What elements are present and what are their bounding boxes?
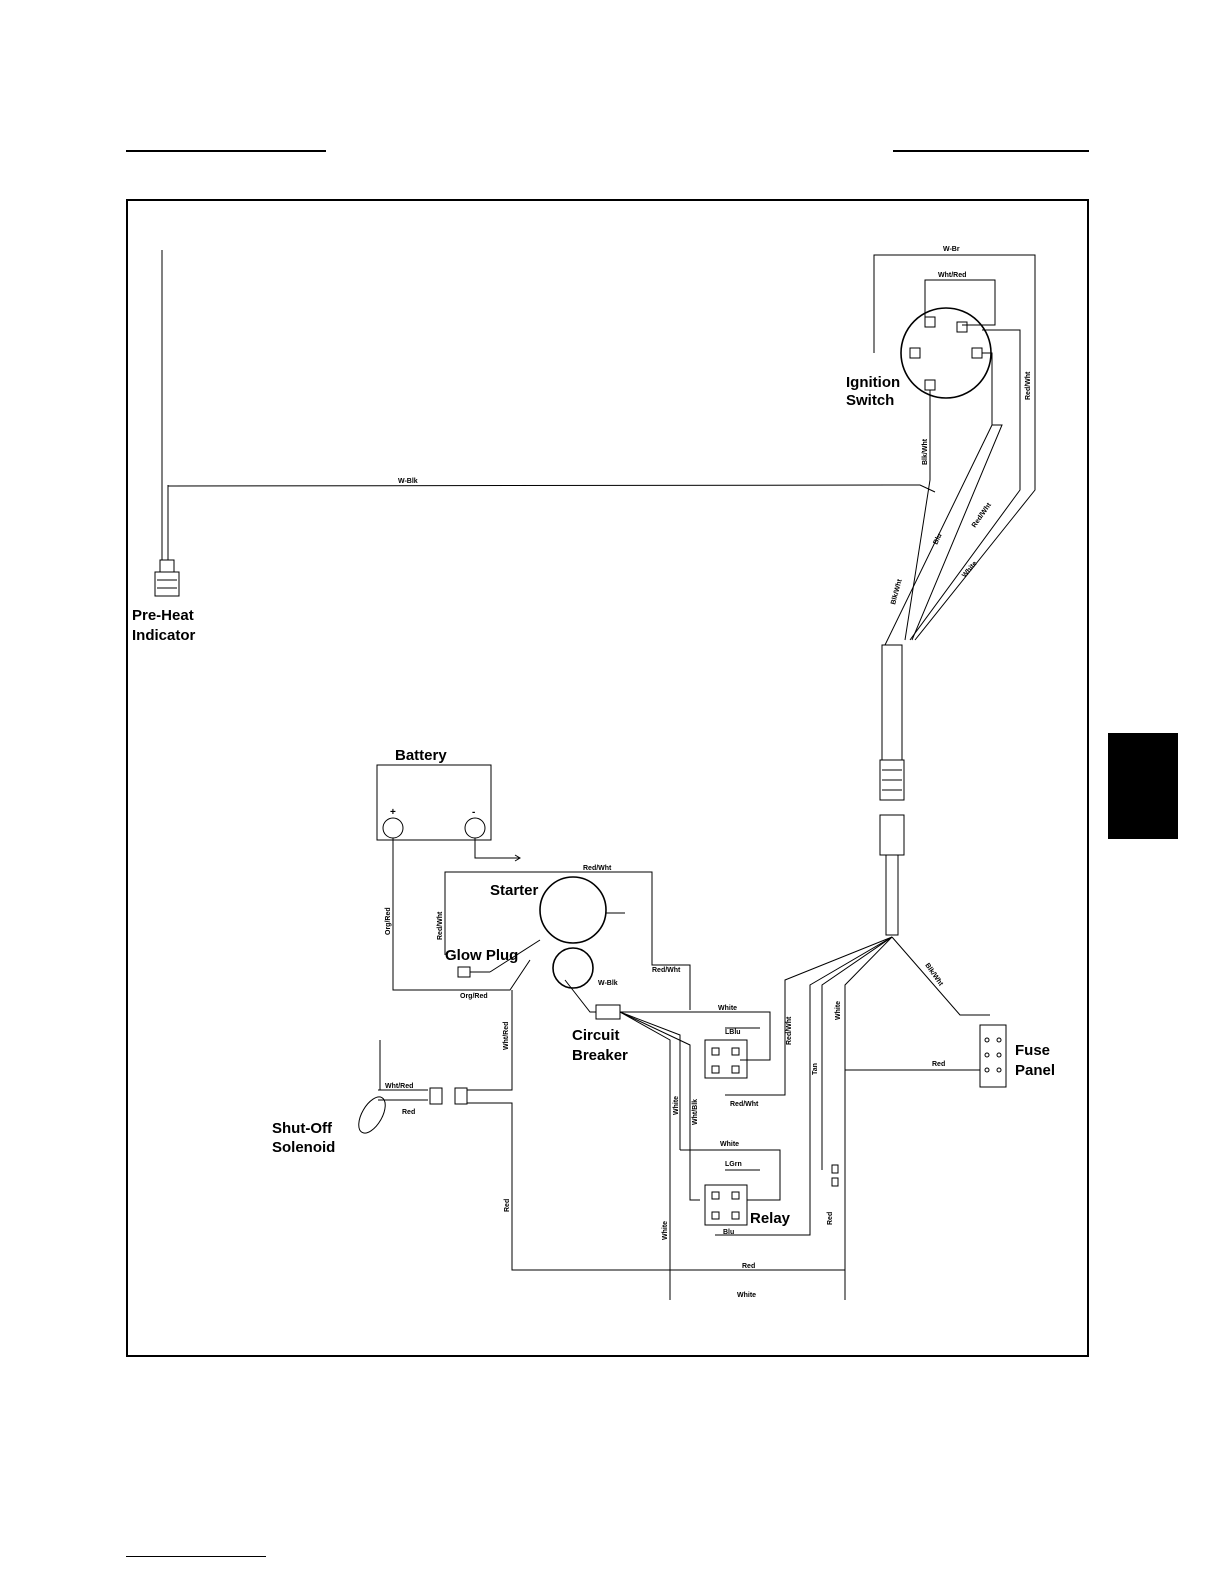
shutoff-solenoid-label-2: Solenoid [272, 1139, 335, 1156]
wire-label-red-wht-harness: Red/Wht [971, 501, 993, 529]
wire-label-lblu-relay1: LBlu [725, 1029, 741, 1036]
wire-label-blu-relay2: Blu [723, 1229, 734, 1236]
relay2-body [704, 1184, 748, 1226]
starter-label: Starter [490, 882, 539, 899]
wire-label-red-bottom: Red [742, 1263, 755, 1270]
wire-label-blu: Blu [932, 533, 943, 546]
wire-label-tan: Tan [812, 1063, 819, 1075]
wire-label-ign-wht-red: Wht/Red [938, 272, 966, 279]
circuit-breaker-label-1: Circuit [572, 1027, 620, 1044]
harness-connector-upper [879, 759, 905, 801]
glow-plug-housing [552, 947, 594, 989]
wire-label-org-red-battery: Org/Red [385, 907, 392, 935]
ignition-switch-body [900, 307, 992, 399]
ignition-terminal-4 [971, 347, 983, 359]
header-rule-left [126, 150, 326, 152]
fuse-panel-body [979, 1024, 1007, 1088]
wire-label-blk-wht-ign: Blk/Wht [922, 438, 929, 465]
wire-label-red-sol: Red [402, 1109, 415, 1116]
glow-plug-label: Glow Plug [445, 947, 518, 964]
circuit-breaker-label-2: Breaker [572, 1047, 628, 1064]
wire-preheat [167, 484, 936, 493]
wire-label-wht-red-vert: Wht/Red [503, 1022, 510, 1050]
harness-lower [885, 854, 899, 936]
wire-wht-red-jumper [924, 279, 996, 326]
battery-label: Battery [395, 747, 447, 764]
wire-label-red-wht-cb: Red/Wht [652, 967, 681, 974]
wire-label-wht-blk-cb: W-Blk [598, 980, 618, 987]
fuse-panel-label-1: Fuse [1015, 1042, 1050, 1059]
ignition-terminal-1 [924, 316, 936, 328]
diagram-frame [126, 199, 1089, 1357]
shutoff-solenoid-label-1: Shut-Off [272, 1120, 333, 1137]
ignition-label-1: Ignition [846, 374, 900, 391]
wire-label-wht-red-sol: Wht/Red [385, 1083, 413, 1090]
wire-w-br [873, 254, 1036, 641]
battery-body [376, 764, 492, 841]
preheat-label-2: Indicator [132, 627, 196, 644]
wire-label-ign-top: W-Br [943, 246, 960, 253]
wire-label-white-harness: White [961, 560, 979, 579]
wire-label-wht-blk-cb2: Wht/Blk [692, 1099, 699, 1125]
circuit-breaker-body [595, 1004, 621, 1020]
section-tab [1108, 733, 1178, 839]
wire-label-org-red-bottom: Org/Red [460, 993, 488, 1000]
shutoff-solenoid-body [358, 1096, 386, 1134]
wire-lines [154, 250, 1036, 1300]
relay1-body [704, 1039, 748, 1079]
wire-label-red-wht-starter: Red/Wht [437, 911, 444, 940]
wire-label-red-right-vert: Red [827, 1212, 834, 1225]
preheat-bulb-body [154, 571, 180, 597]
wire-label-lgrn-relay2: LGrn [725, 1161, 742, 1168]
preheat-bulb-neck [159, 559, 175, 573]
wire-label-red-wht-top: Red/Wht [583, 865, 612, 872]
wire-label-red-wht-fuse: Red/Wht [786, 1016, 793, 1045]
footer-rule [126, 1556, 266, 1557]
wire-label-white-bottom: White [737, 1292, 756, 1299]
wire-label-red-fuse: Red [932, 1061, 945, 1068]
wire-label-white-bottom-vert: White [662, 1221, 669, 1240]
wire-label-red-left: Red [504, 1199, 511, 1212]
wire-label-blk-wht-harness: Blk/Wht [890, 578, 904, 606]
fuse-panel-label-2: Panel [1015, 1062, 1055, 1079]
battery-neg-label: - [472, 807, 475, 818]
wire-label-white-cb1: White [673, 1096, 680, 1115]
harness-upper [881, 644, 903, 761]
ignition-terminal-5 [924, 379, 936, 391]
wire-label-white-vertical: White [835, 1001, 842, 1020]
wire-label-white-relay1: White [718, 1005, 737, 1012]
ignition-terminal-2 [956, 321, 968, 333]
header-rule-right [893, 150, 1089, 152]
ignition-terminal-3 [909, 347, 921, 359]
wire-label-red-wht-relay1: Red/Wht [730, 1101, 759, 1108]
starter-body [539, 876, 607, 944]
battery-pos-label: + [390, 807, 396, 818]
preheat-label-1: Pre-Heat [132, 607, 194, 624]
wire-label-white-relay2: White [720, 1141, 739, 1148]
wire-label-blk-wht-fuse: Blk/Wht [923, 962, 944, 988]
wire-label-preheat: W-Blk [398, 478, 418, 485]
relay-label: Relay [750, 1210, 791, 1227]
ignition-label-2: Switch [846, 392, 894, 409]
glow-plug [457, 966, 471, 978]
harness-connector-lower [879, 814, 905, 856]
wire-label-red-wht-ign: Red/Wht [1025, 371, 1032, 400]
